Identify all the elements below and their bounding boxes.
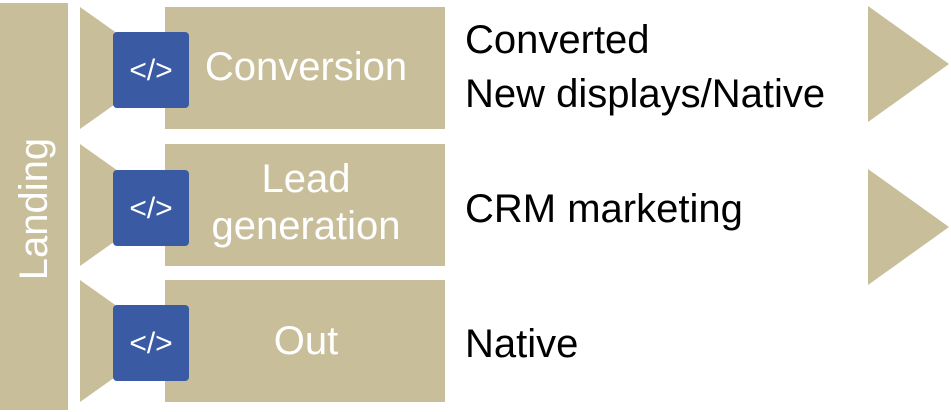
- outcome-crm-marketing: CRM marketing: [465, 187, 743, 231]
- landing-bar: Landing: [0, 3, 68, 410]
- stage-label-conversion: Conversion: [204, 45, 408, 89]
- stage-label-lead-generation: Lead generation: [200, 156, 412, 250]
- stage-box-out: [165, 280, 445, 402]
- svg-text:</>: </>: [129, 192, 172, 225]
- stage-label-out: Out: [273, 319, 339, 363]
- outcome-converted: Converted: [465, 18, 650, 62]
- right-arrow-icon: [868, 169, 949, 285]
- svg-text:</>: </>: [129, 327, 172, 360]
- stage-box-conversion: [165, 7, 445, 129]
- outcome-native: Native: [465, 322, 579, 366]
- right-arrow-icon: [868, 6, 949, 122]
- stage-box-lead-generation: [165, 144, 445, 266]
- code-icon: </>: [113, 305, 189, 381]
- code-icon: </>: [113, 170, 189, 246]
- code-icon: </>: [113, 32, 189, 108]
- stage-label-line: generation: [211, 204, 401, 249]
- outcome-new-displays-native: New displays/Native: [465, 72, 826, 116]
- svg-text:</>: </>: [129, 54, 172, 87]
- landing-label: Landing: [12, 137, 56, 281]
- stage-label-line: Lead: [261, 157, 351, 201]
